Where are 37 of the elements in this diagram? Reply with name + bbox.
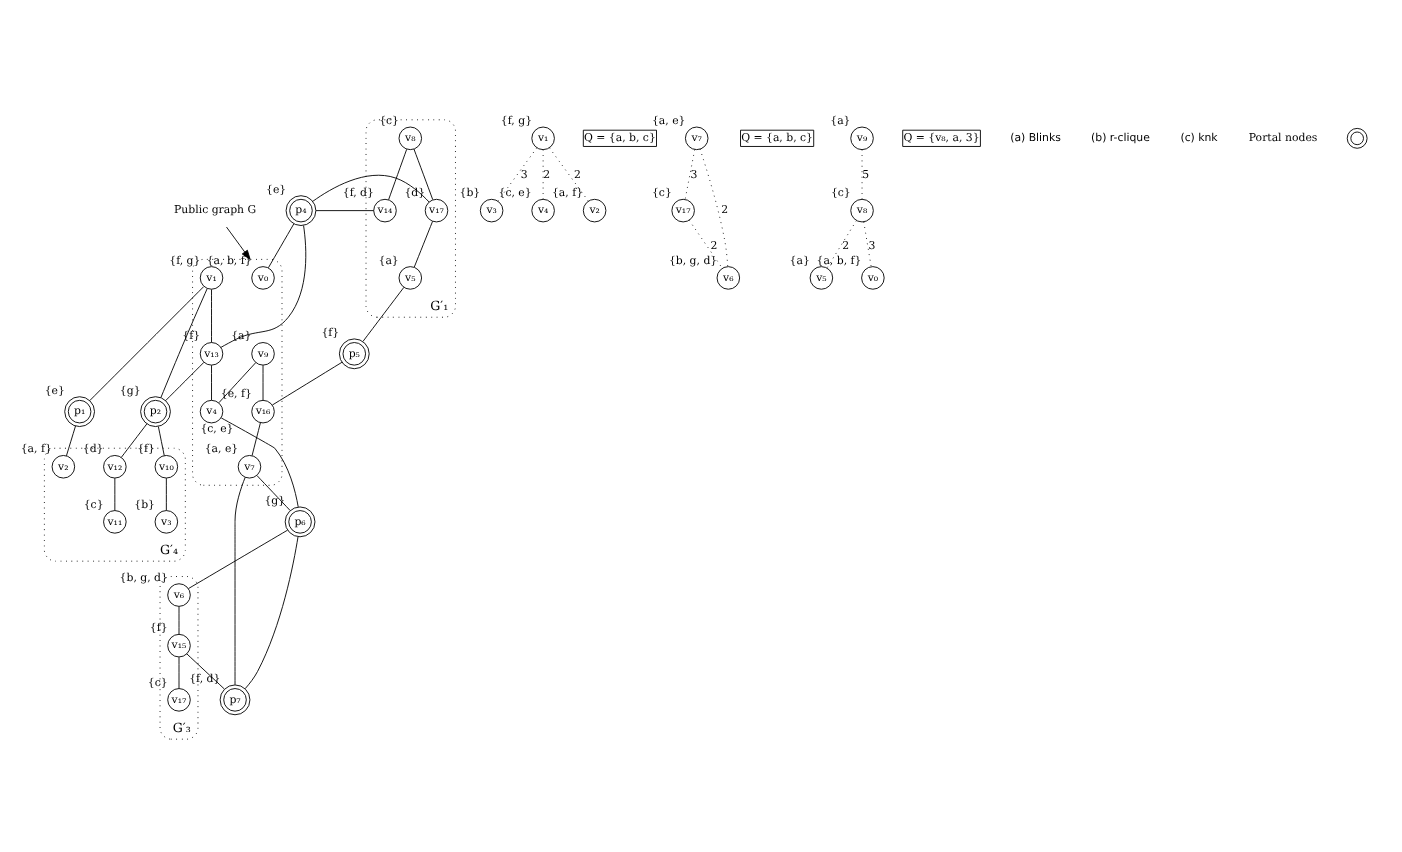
connector	[120, 422, 148, 457]
connector	[362, 285, 405, 341]
connector	[211, 363, 212, 400]
connector	[315, 209, 375, 211]
connector	[548, 146, 589, 201]
arrow	[226, 225, 251, 259]
connector	[826, 219, 857, 268]
connector	[262, 363, 264, 400]
connector	[186, 652, 225, 689]
connector	[234, 475, 246, 685]
connector	[89, 285, 205, 401]
connector	[220, 416, 299, 507]
connector	[178, 655, 180, 688]
connector	[165, 360, 205, 401]
connector	[388, 147, 408, 200]
connector	[157, 425, 165, 456]
connector	[165, 476, 167, 510]
connector	[413, 220, 433, 267]
connector	[251, 421, 261, 456]
connector	[188, 528, 288, 588]
connector	[66, 424, 76, 456]
connector	[861, 148, 863, 199]
connector	[218, 361, 257, 403]
connector	[497, 146, 538, 201]
connector	[178, 605, 180, 634]
connector	[271, 360, 343, 405]
connector	[312, 173, 430, 202]
connector	[160, 287, 208, 397]
connector	[220, 224, 307, 347]
connector	[211, 288, 212, 342]
connector	[244, 535, 299, 689]
connector	[684, 148, 696, 199]
connector	[688, 218, 723, 268]
connector	[114, 476, 116, 510]
connector	[413, 147, 434, 199]
connector	[542, 148, 544, 199]
connector	[267, 222, 295, 268]
